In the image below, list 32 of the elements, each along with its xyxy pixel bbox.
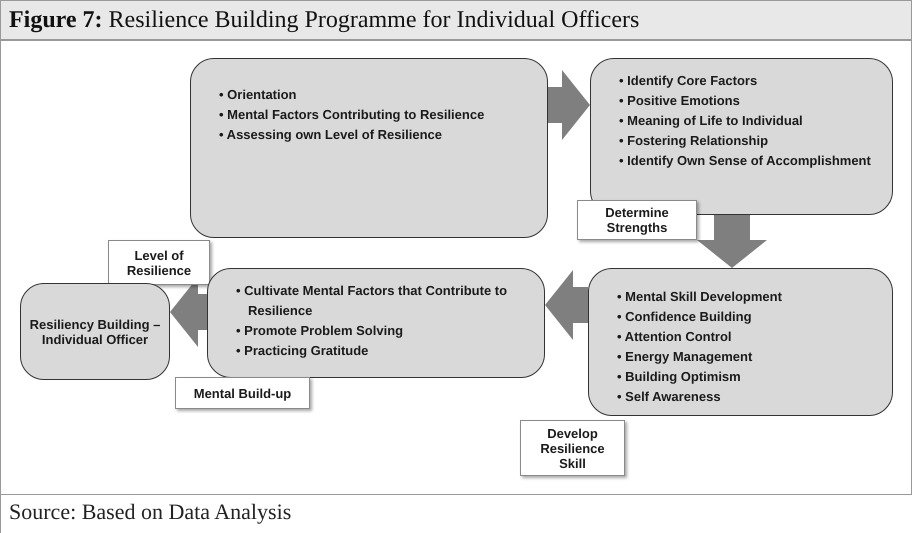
process-box [190, 58, 548, 238]
bullet-item: • Promote Problem Solving [236, 322, 404, 340]
bullet-item: • Mental Skill Development [617, 288, 783, 306]
stage-name: Develop Resilience Skill [539, 426, 606, 470]
bullet-item: • Self Awareness [617, 388, 722, 406]
stage-label [108, 240, 210, 285]
bullet-item: • Building Optimism [617, 368, 742, 386]
bullet-item: • Cultivate Mental Factors that Contribute to Resilience [236, 282, 508, 320]
process-box [207, 268, 545, 378]
bullet-item: • Attention Control [617, 328, 733, 346]
process-box [588, 268, 893, 416]
stage-label [520, 420, 625, 476]
bullet-item: • Orientation [219, 86, 298, 104]
bullet-item: • Confidence Building [617, 308, 753, 326]
bullet-item: • Identify Own Sense of Accomplishment [619, 152, 872, 170]
bullet-item: • Positive Emotions [619, 92, 741, 110]
bullet-item: • Energy Management [617, 348, 754, 366]
bullet-item: • Identify Core Factors [619, 72, 758, 90]
process-box [20, 283, 170, 380]
stage-name: Level of Resilience [126, 248, 192, 278]
stage-label [577, 200, 697, 240]
bullet-item: • Practicing Gratitude [236, 342, 370, 360]
bullet-item: • Mental Factors Contributing to Resilience [219, 106, 486, 124]
bullet-item: • Assessing own Level of Resilience [219, 126, 443, 144]
source-note: Source: Based on Data Analysis [0, 495, 912, 533]
outcome-text: Resiliency Building – Individual Officer [28, 316, 162, 346]
stage-label [175, 377, 310, 409]
stage-name: Determine Strengths [604, 205, 670, 235]
bullet-item: • Fostering Relationship [619, 132, 770, 150]
figure-title: Figure 7: Resilience Building Programme for Individual Officers [0, 0, 912, 40]
stage-name: Mental Build-up [192, 386, 292, 400]
bullet-item: • Meaning of Life to Individual [619, 112, 804, 130]
